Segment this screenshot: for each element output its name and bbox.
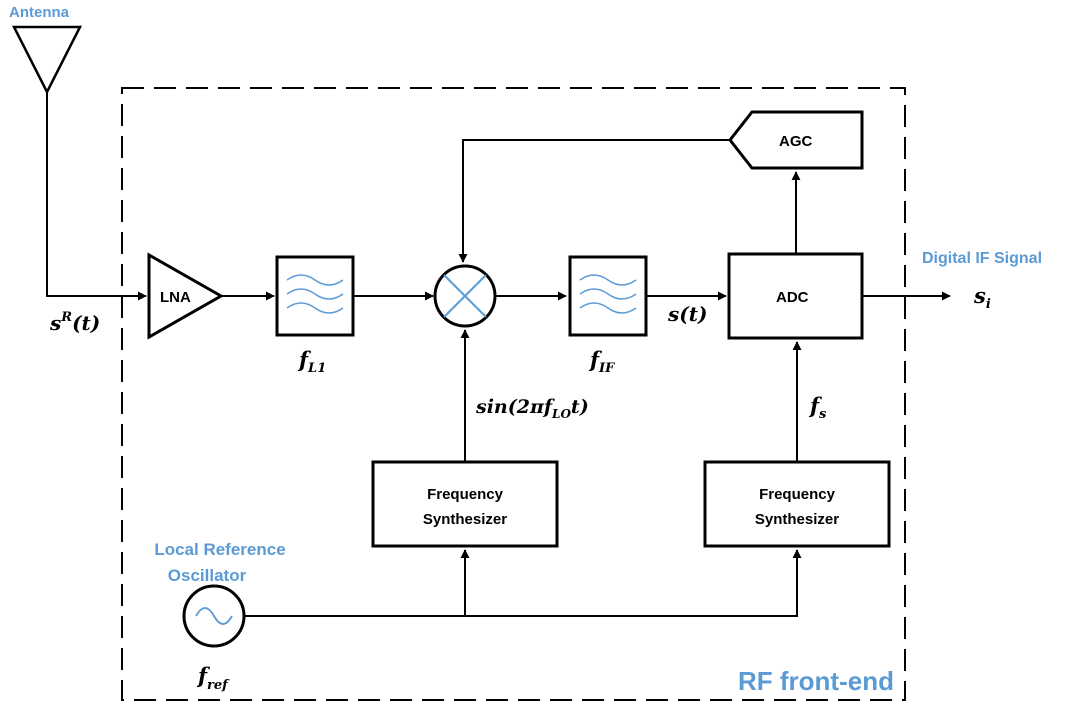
fl1-label: fL1 — [297, 347, 326, 376]
antenna-icon — [11, 25, 83, 95]
fif-label: fIF — [588, 347, 615, 376]
frequency-synthesizer-1 — [371, 460, 559, 548]
lna-label: LNA — [160, 289, 191, 306]
local-reference-label-line2: Oscillator — [168, 566, 247, 585]
freq-synth-1-label-line2: Synthesizer — [423, 511, 507, 528]
bandpass-filter-if — [568, 255, 648, 337]
freq-synth-2-label-line2: Synthesizer — [755, 511, 839, 528]
antenna-label: Antenna — [9, 4, 70, 21]
filter-wave-icon — [286, 274, 344, 286]
antenna-to-lna-wire — [46, 92, 147, 301]
local-oscillator — [182, 584, 246, 648]
bandpass-filter-l1 — [275, 255, 355, 337]
adc-label: ADC — [776, 289, 809, 306]
rf-front-end-boundary — [121, 87, 906, 701]
rf-front-end-label: RF front-end — [738, 666, 894, 696]
fref-label: fref — [196, 663, 230, 693]
freq-synth-2-label-line1: Frequency — [759, 486, 836, 503]
lo-signal-label: sin(2πfLOt) — [475, 396, 589, 421]
digital-if-signal-label: Digital IF Signal — [922, 250, 1042, 267]
fs-label: fs — [808, 393, 827, 422]
freq-synth-1-label-line1: Frequency — [427, 486, 504, 503]
s-t-label: s(t) — [667, 302, 707, 326]
oscillator-ref-wire — [244, 549, 802, 617]
received-signal-label: sR(t) — [49, 310, 100, 335]
lna-amplifier — [147, 252, 225, 340]
mixer — [433, 264, 497, 328]
agc-label: AGC — [779, 133, 813, 150]
frequency-synthesizer-2 — [703, 460, 891, 548]
local-reference-label-line1: Local Reference — [154, 540, 285, 559]
agc-feedback-wire — [458, 139, 730, 263]
agc-block — [728, 110, 864, 170]
si-label: si — [973, 283, 991, 312]
sine-wave-icon — [195, 607, 233, 625]
